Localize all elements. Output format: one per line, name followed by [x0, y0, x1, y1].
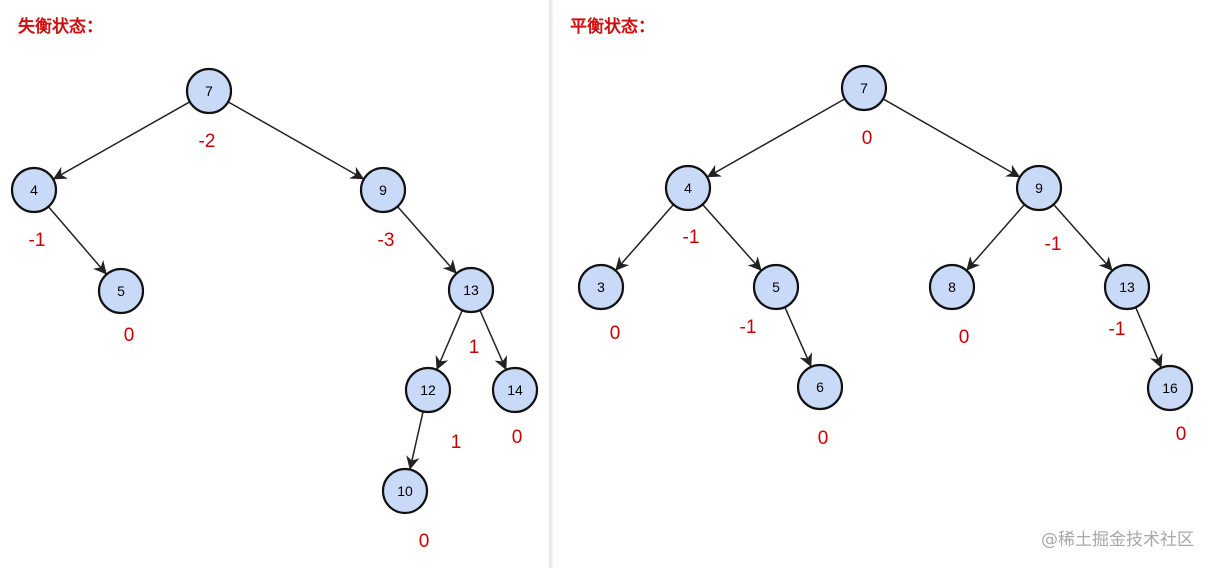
tree-node-12: 12 — [404, 366, 452, 414]
tree-node-9: 9 — [359, 166, 407, 214]
node-label: 5 — [117, 283, 125, 299]
tree-node-16: 16 — [1146, 364, 1194, 412]
tree-node-10: 10 — [381, 467, 429, 515]
edge-r7-r4 — [706, 98, 846, 178]
edge-r7-r9 — [882, 98, 1021, 178]
tree-node-4: 4 — [664, 164, 712, 212]
node-label: 7 — [860, 80, 868, 96]
balance-factor: -1 — [683, 227, 700, 248]
tree-node-4: 4 — [10, 166, 58, 214]
node-label: 6 — [816, 379, 824, 395]
tree-node-13: 13 — [447, 266, 495, 314]
node-circle — [840, 64, 888, 112]
tree-node-13: 13 — [1103, 263, 1151, 311]
tree-node-14: 14 — [491, 366, 539, 414]
edge-n12-n10 — [406, 411, 424, 470]
node-label: 14 — [507, 382, 523, 398]
edge-n7-n4 — [52, 101, 191, 180]
balance-factor: 0 — [419, 531, 430, 552]
node-circle — [1146, 364, 1194, 412]
unbalanced-title: 失衡状态： — [18, 17, 103, 37]
node-circle — [752, 263, 800, 311]
tree-node-3: 3 — [577, 263, 625, 311]
node-circle — [185, 67, 233, 115]
node-label: 16 — [1162, 380, 1178, 396]
node-circle — [1103, 263, 1151, 311]
tree-node-9: 9 — [1015, 164, 1063, 212]
watermark: @稀土掘金技术社区 — [1041, 530, 1194, 550]
tree-node-8: 8 — [928, 263, 976, 311]
edge-n9-n13 — [396, 206, 457, 274]
node-circle — [491, 366, 539, 414]
balance-factor: 1 — [451, 432, 462, 453]
edge-r13-r16 — [1134, 306, 1163, 369]
balanced-title: 平衡状态： — [570, 17, 655, 37]
unbalanced-tree-diagram: 7 -2 4 -1 9 -3 5 0 13 1 12 1 14 0 10 0 — [10, 67, 539, 552]
balance-factor: 0 — [512, 427, 523, 448]
balance-factor: 0 — [862, 128, 873, 149]
balance-factor: -1 — [1109, 319, 1126, 340]
edge-r9-r8 — [966, 204, 1026, 271]
balance-factor: -3 — [378, 230, 395, 251]
node-circle — [10, 166, 58, 214]
balance-factor: -2 — [199, 131, 216, 152]
tree-node-6: 6 — [796, 363, 844, 411]
node-circle — [928, 263, 976, 311]
node-label: 7 — [205, 83, 213, 99]
node-circle — [577, 263, 625, 311]
edge-r5-r6 — [784, 306, 813, 368]
balance-factor: 0 — [124, 325, 135, 346]
edge-n7-n9 — [227, 101, 365, 180]
node-circle — [664, 164, 712, 212]
tree-node-7: 7 — [185, 67, 233, 115]
edge-n13-n14 — [479, 309, 508, 371]
edge-r4-r3 — [615, 204, 675, 271]
panel-divider — [549, 0, 553, 568]
edge-r9-r13 — [1053, 203, 1113, 271]
balance-factor: 0 — [959, 327, 970, 348]
node-circle — [447, 266, 495, 314]
balance-factor: 1 — [469, 337, 480, 358]
node-label: 8 — [948, 279, 956, 295]
node-circle — [404, 366, 452, 414]
node-circle — [796, 363, 844, 411]
balance-factor: -1 — [740, 317, 757, 338]
balance-factor: -1 — [1045, 234, 1062, 255]
node-label: 5 — [772, 279, 780, 295]
node-label: 12 — [420, 382, 436, 398]
balance-factor: -1 — [29, 230, 46, 251]
tree-node-7: 7 — [840, 64, 888, 112]
tree-node-5: 5 — [97, 267, 145, 315]
node-label: 9 — [1035, 180, 1043, 196]
node-label: 4 — [30, 182, 38, 198]
edge-n13-n12 — [435, 309, 463, 371]
node-label: 4 — [684, 180, 692, 196]
edge-n4-n5 — [47, 206, 107, 275]
balance-factor: 0 — [1176, 424, 1187, 445]
node-label: 13 — [1119, 279, 1135, 295]
node-circle — [381, 467, 429, 515]
edge-r4-r5 — [702, 203, 762, 271]
balanced-tree-diagram: 7 0 4 -1 9 -1 3 0 5 -1 8 0 13 -1 6 0 16 0 — [577, 64, 1194, 449]
node-circle — [97, 267, 145, 315]
balanced-tree-panel: 平衡状态： 7 0 4 -1 9 -1 3 0 5 -1 8 0 13 -1 6 0 16 0 — [553, 0, 1210, 568]
node-circle — [359, 166, 407, 214]
balance-factor: 0 — [610, 323, 621, 344]
balance-factor: 0 — [818, 428, 829, 449]
node-circle — [1015, 164, 1063, 212]
tree-node-5: 5 — [752, 263, 800, 311]
node-label: 13 — [463, 282, 479, 298]
node-label: 10 — [397, 483, 413, 499]
unbalanced-tree-panel: 失衡状态： 7 -2 4 -1 9 -3 5 0 13 1 12 1 14 0 10 0 — [0, 0, 549, 568]
node-label: 3 — [597, 279, 605, 295]
node-label: 9 — [379, 182, 387, 198]
